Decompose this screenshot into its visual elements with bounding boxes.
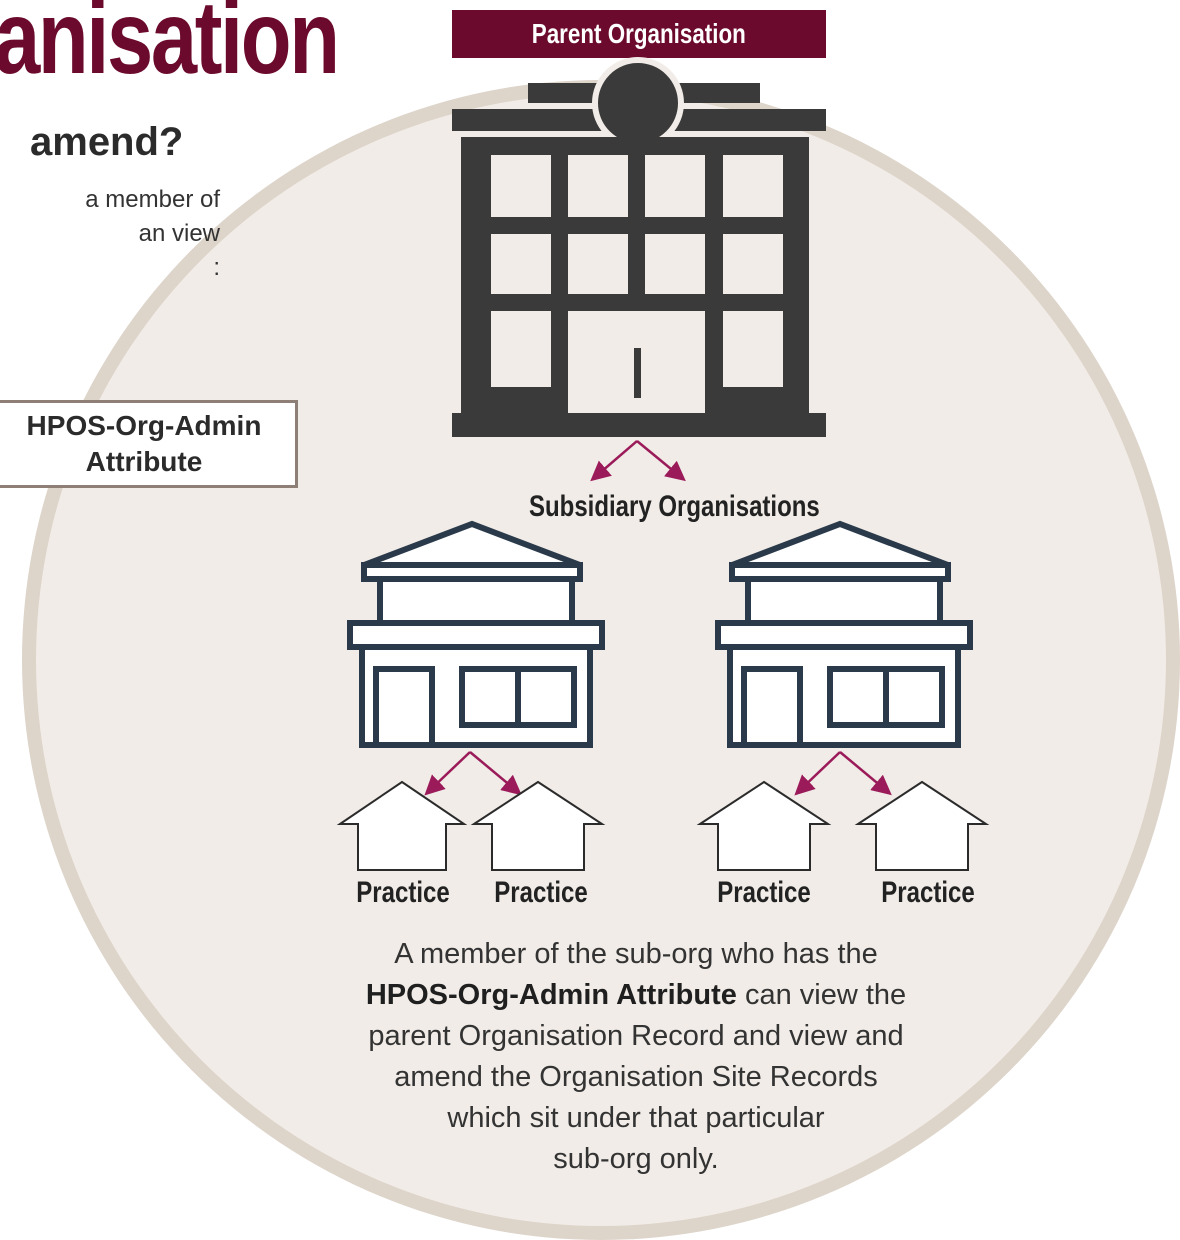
subsidiary-building-left-icon: [347, 520, 605, 748]
practice-label-1: Practice: [356, 876, 450, 909]
practice-label-3: Practice: [717, 876, 811, 909]
description-line-4: amend the Organisation Site Records: [394, 1061, 878, 1093]
parent-organisation-label: Parent Organisation: [452, 10, 826, 58]
subsidiary-arrows: [424, 751, 892, 796]
intro-text: a member of an view :: [85, 186, 220, 281]
attribute-box: HPOS-Org-Admin Attribute: [0, 400, 298, 488]
practice-house-icon-2: [470, 780, 606, 871]
subsidiary-organisations-label: Subsidiary Organisations: [529, 490, 820, 523]
attribute-name: HPOS-Org-Admin Attribute: [365, 979, 737, 1011]
description-line-2: HPOS-Org-Admin Attribute can view the: [286, 975, 986, 1016]
practice-label-4: Practice: [881, 876, 975, 909]
description-line-5: which sit under that particular: [447, 1102, 825, 1134]
parent-organisation-text: Parent Organisation: [531, 18, 747, 49]
description-line-3: parent Organisation Record and view and: [368, 1020, 904, 1052]
description-line-1: A member of the sub-org who has the: [394, 938, 878, 970]
description-line-2-rest: can view the: [736, 979, 907, 1011]
practice-house-icon-1: [336, 780, 468, 871]
attribute-box-label: HPOS-Org-Admin Attribute: [26, 410, 262, 477]
page-title: anisation: [0, 0, 340, 96]
description-line-6: sub-org only.: [553, 1143, 719, 1175]
practice-house-icon-4: [854, 780, 990, 871]
description-text: A member of the sub-org who has the HPOS…: [286, 934, 986, 1180]
parent-building-icon: [452, 57, 826, 437]
practice-label-2: Practice: [494, 876, 588, 909]
parent-arrows: [590, 440, 686, 482]
subsidiary-building-right-icon: [715, 520, 973, 748]
page-subtitle: amend?: [30, 120, 184, 164]
practice-house-icon-3: [696, 780, 832, 871]
